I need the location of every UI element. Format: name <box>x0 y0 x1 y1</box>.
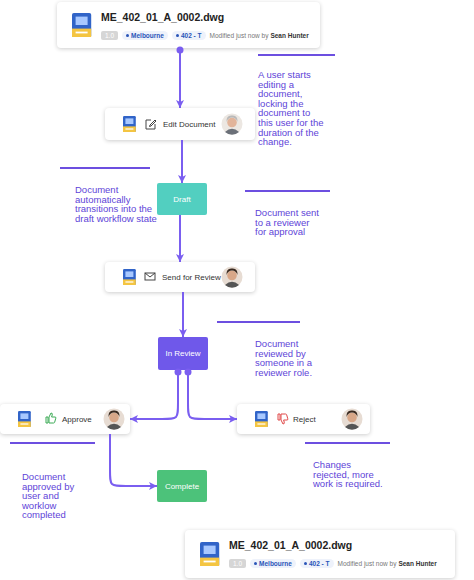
modified-text: Modified just now by <box>338 560 397 567</box>
start-dot <box>185 369 192 376</box>
user-avatar <box>342 409 363 430</box>
mail-icon <box>145 273 155 280</box>
state-box: In Review <box>158 337 208 370</box>
callout-note: A user starts editing a document, lockin… <box>258 70 326 147</box>
file-icon <box>123 116 136 132</box>
tag-text: Melbourne <box>259 560 292 567</box>
file-icon <box>255 411 268 427</box>
flow-connector-group <box>185 369 238 420</box>
tag-dot <box>254 562 257 565</box>
callout-note: Document reviewed by someone in a review… <box>255 339 323 377</box>
tag-dot <box>176 34 179 37</box>
action-card: Reject <box>237 404 370 434</box>
version-badge: 1.0 <box>229 559 246 568</box>
file-card: ME_402_01_A_0002.dwg 1.0 Melbourne 402 - T M… <box>57 2 320 48</box>
leader-line <box>305 442 390 444</box>
tag-text: 402 - T <box>309 560 330 567</box>
start-dot <box>177 47 184 54</box>
user-avatar <box>104 409 125 430</box>
user-avatar <box>222 114 243 135</box>
state-name: Draft <box>173 195 190 204</box>
action-card: Approve <box>0 404 130 434</box>
state-box: Complete <box>157 470 207 502</box>
start-dot <box>175 369 182 376</box>
flow-connector-group <box>180 215 181 262</box>
leader-line <box>258 54 335 56</box>
action-name: Send for Review <box>162 273 221 282</box>
flow-connector-group <box>177 47 184 109</box>
flow-arrow <box>179 215 181 262</box>
flow-connector-group <box>183 292 184 337</box>
action-name: Approve <box>62 415 92 424</box>
file-icon <box>18 411 31 427</box>
flow-arrow <box>179 48 181 108</box>
flow-connector-group <box>110 434 157 486</box>
version-badge: 1.0 <box>101 31 118 40</box>
leader-line <box>60 167 150 169</box>
user-name: Sean Hunter <box>398 560 436 567</box>
thumbs-up-icon <box>46 413 56 423</box>
callout-leaders <box>10 55 390 443</box>
user-name: Sean Hunter <box>270 32 308 39</box>
flow-arrow <box>110 434 157 486</box>
leader-line <box>245 190 330 192</box>
flow-arrow <box>130 370 178 419</box>
flow-connector-group <box>182 140 183 183</box>
flow-arrow <box>188 370 237 419</box>
file-icon <box>123 269 136 285</box>
action-name: Reject <box>293 415 316 424</box>
action-card: Send for Review <box>105 262 255 292</box>
tag-text: 402 - T <box>181 32 202 39</box>
flow-arrow <box>182 292 184 337</box>
callout-note: Changes rejected, more work is required. <box>313 460 385 489</box>
action-name: Edit Document <box>163 120 215 129</box>
flow-arrow <box>181 140 183 183</box>
tag-pill: Melbourne <box>122 31 168 40</box>
callout-note: Document approved by user and worklow co… <box>22 472 90 520</box>
file-icon <box>72 13 91 37</box>
file-name: ME_402_01_A_0002.dwg <box>229 539 352 551</box>
state-box: Draft <box>157 183 207 215</box>
callout-note: Document automatically transitions into … <box>75 185 157 223</box>
state-name: In Review <box>165 349 200 358</box>
file-meta-row: 1.0 Melbourne 402 - T Modified just now byS… <box>229 559 437 568</box>
edit-icon <box>146 120 156 129</box>
file-meta-row: 1.0 Melbourne 402 - T Modified just now byS… <box>101 31 309 40</box>
tag-pill: Melbourne <box>250 559 296 568</box>
leader-line <box>10 442 95 444</box>
modified-text: Modified just now by <box>210 32 269 39</box>
tag-pill: 402 - T <box>300 559 334 568</box>
user-avatar <box>222 267 243 288</box>
tag-text: Melbourne <box>131 32 164 39</box>
action-card: Edit Document <box>105 108 255 140</box>
state-name: Complete <box>165 482 199 491</box>
leader-line <box>217 321 300 323</box>
tag-pill: 402 - T <box>172 31 206 40</box>
flow-connector-group <box>130 369 182 420</box>
file-card: ME_402_01_A_0002.dwg 1.0 Melbourne 402 - T M… <box>185 530 455 578</box>
callout-note: Document sent to a reviewer for approval <box>255 208 323 237</box>
file-name: ME_402_01_A_0002.dwg <box>101 11 224 23</box>
tag-dot <box>126 34 129 37</box>
thumbs-down-icon <box>278 414 288 424</box>
file-icon <box>200 542 219 566</box>
tag-dot <box>304 562 307 565</box>
